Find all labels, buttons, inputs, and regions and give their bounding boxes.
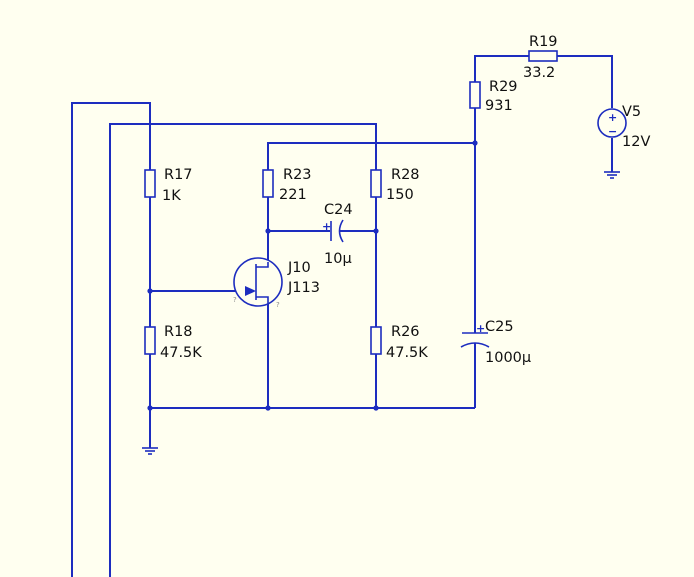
r19-name: R19 <box>529 34 558 50</box>
resistor-icon[interactable] <box>528 50 558 62</box>
r23-name: R23 <box>283 167 312 183</box>
wire-r29-top[interactable] <box>474 55 529 82</box>
ground-icon <box>604 171 620 179</box>
resistor-r17[interactable]: R17 1K <box>144 167 193 204</box>
resistor-icon[interactable] <box>370 326 382 355</box>
wire-left-outer[interactable] <box>71 102 151 577</box>
junction-dot-icon <box>147 288 153 294</box>
capacitor-c25[interactable]: + C25 1000µ <box>460 319 531 366</box>
jfet-icon[interactable] <box>233 257 283 307</box>
r28-name: R28 <box>391 167 420 183</box>
c25-value: 1000µ <box>485 350 531 366</box>
r29-value: 931 <box>485 98 513 114</box>
resistor-r18[interactable]: R18 47.5K <box>144 324 202 361</box>
j10-name: J10 <box>287 260 311 276</box>
r18-name: R18 <box>164 324 193 340</box>
junction-dot-icon <box>373 228 379 234</box>
j10-gate-pin: ? <box>233 296 237 304</box>
r26-value: 47.5K <box>386 345 428 361</box>
c24-plus-sign: + <box>322 220 331 233</box>
capacitor-icon[interactable] <box>460 332 490 348</box>
r29-name: R29 <box>489 79 518 95</box>
junction-dot-icon <box>265 405 271 411</box>
c24-name: C24 <box>324 202 353 218</box>
c24-value: 10µ <box>324 251 352 267</box>
wire-supply-rail[interactable] <box>267 142 475 170</box>
resistor-icon[interactable] <box>262 169 274 198</box>
junction-dot-icon <box>373 405 379 411</box>
v5-value: 12V <box>622 134 650 150</box>
v5-plus-sign: + <box>608 111 617 124</box>
wires <box>71 55 613 577</box>
ground-right <box>604 171 620 179</box>
resistor-icon[interactable] <box>469 81 481 109</box>
r23-value: 221 <box>279 187 307 203</box>
ground-left <box>142 447 158 455</box>
capacitor-c24[interactable]: + C24 10µ <box>322 202 353 267</box>
v5-minus-sign: − <box>608 125 617 138</box>
v5-name: V5 <box>622 104 641 120</box>
r26-name: R26 <box>391 324 420 340</box>
wire-left-inner[interactable] <box>109 123 377 577</box>
r17-name: R17 <box>164 167 193 183</box>
r19-value: 33.2 <box>523 65 555 81</box>
junction-dot-icon <box>265 228 271 234</box>
resistor-r19[interactable]: R19 33.2 <box>523 34 558 81</box>
jfet-j10[interactable]: ? ? J10 J113 <box>233 257 320 309</box>
ground-icon <box>142 447 158 455</box>
resistor-r26[interactable]: R26 47.5K <box>370 324 428 361</box>
voltage-source-v5[interactable]: + − V5 12V <box>597 104 650 150</box>
junction-dot-icon <box>147 405 153 411</box>
r18-value: 47.5K <box>160 345 202 361</box>
capacitor-icon[interactable] <box>330 219 344 243</box>
r28-value: 150 <box>386 187 414 203</box>
junction-dots <box>147 140 478 411</box>
j10-source-pin: ? <box>276 301 280 309</box>
resistor-r23[interactable]: R23 221 <box>262 167 312 203</box>
c25-plus-sign: + <box>476 322 485 335</box>
resistor-r29[interactable]: R29 931 <box>469 79 518 114</box>
voltage-source-icon[interactable] <box>597 108 627 138</box>
resistor-icon[interactable] <box>370 169 382 198</box>
c25-name: C25 <box>485 319 514 335</box>
junction-dot-icon <box>472 140 478 146</box>
j10-value: J113 <box>287 280 320 296</box>
r17-value: 1K <box>162 188 181 204</box>
resistor-r28[interactable]: R28 150 <box>370 167 420 203</box>
resistor-icon[interactable] <box>144 169 156 198</box>
resistor-icon[interactable] <box>144 326 156 355</box>
wire-r19-v5[interactable] <box>557 55 613 108</box>
